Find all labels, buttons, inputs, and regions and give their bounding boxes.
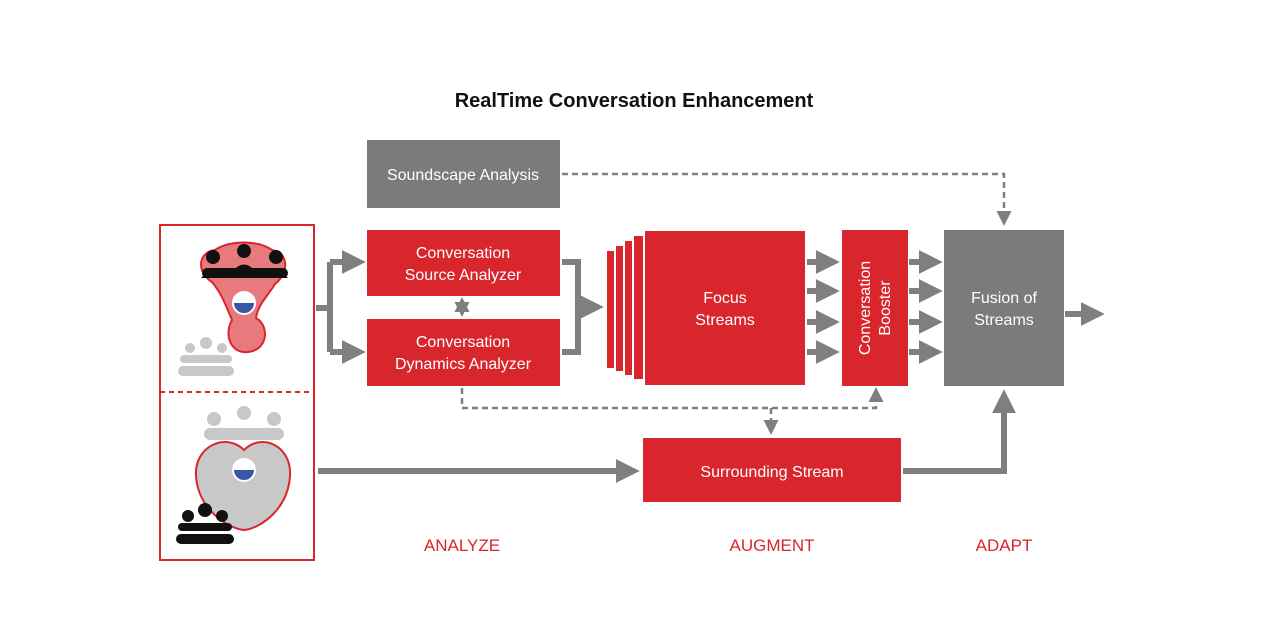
soundscape-analysis-box: Soundscape Analysis bbox=[367, 140, 560, 208]
dynamics-analyzer-box: Conversation Dynamics Analyzer bbox=[367, 319, 560, 386]
fusion-label-2: Streams bbox=[974, 312, 1034, 329]
listener-scenes-panel bbox=[159, 224, 315, 561]
fusion-label-1: Fusion of bbox=[971, 290, 1037, 307]
listener-surround-icon bbox=[176, 406, 292, 544]
dynamics-analyzer-label-2: Dynamics Analyzer bbox=[395, 356, 532, 373]
source-analyzer-box: Conversation Source Analyzer bbox=[367, 230, 560, 296]
source-analyzer-label-1: Conversation bbox=[416, 245, 510, 262]
fusion-of-streams-box: Fusion of Streams bbox=[944, 230, 1064, 386]
listener-focus-icon bbox=[178, 241, 288, 376]
conversation-booster-box: Conversation Booster bbox=[842, 230, 908, 386]
surrounding-stream-label: Surrounding Stream bbox=[700, 464, 843, 481]
group-of-people-icon bbox=[178, 337, 234, 376]
focus-streams-label-1: Focus bbox=[703, 290, 747, 307]
source-analyzer-label-2: Source Analyzer bbox=[405, 267, 522, 284]
focus-streams-box: Focus Streams bbox=[605, 229, 807, 387]
booster-label-1: Conversation bbox=[857, 261, 874, 355]
stage-augment: AUGMENT bbox=[730, 536, 815, 555]
flow-arrows bbox=[316, 250, 1105, 483]
dynamics-analyzer-label-1: Conversation bbox=[416, 334, 510, 351]
stage-adapt: ADAPT bbox=[976, 536, 1033, 555]
diagram-title: RealTime Conversation Enhancement bbox=[455, 90, 814, 112]
focus-streams-label-2: Streams bbox=[695, 312, 755, 329]
surrounding-stream-box: Surrounding Stream bbox=[643, 438, 901, 502]
stage-analyze: ANALYZE bbox=[424, 536, 500, 555]
booster-label-2: Booster bbox=[877, 280, 894, 336]
soundscape-label: Soundscape Analysis bbox=[387, 167, 539, 184]
dashed-connectors bbox=[460, 172, 1012, 435]
